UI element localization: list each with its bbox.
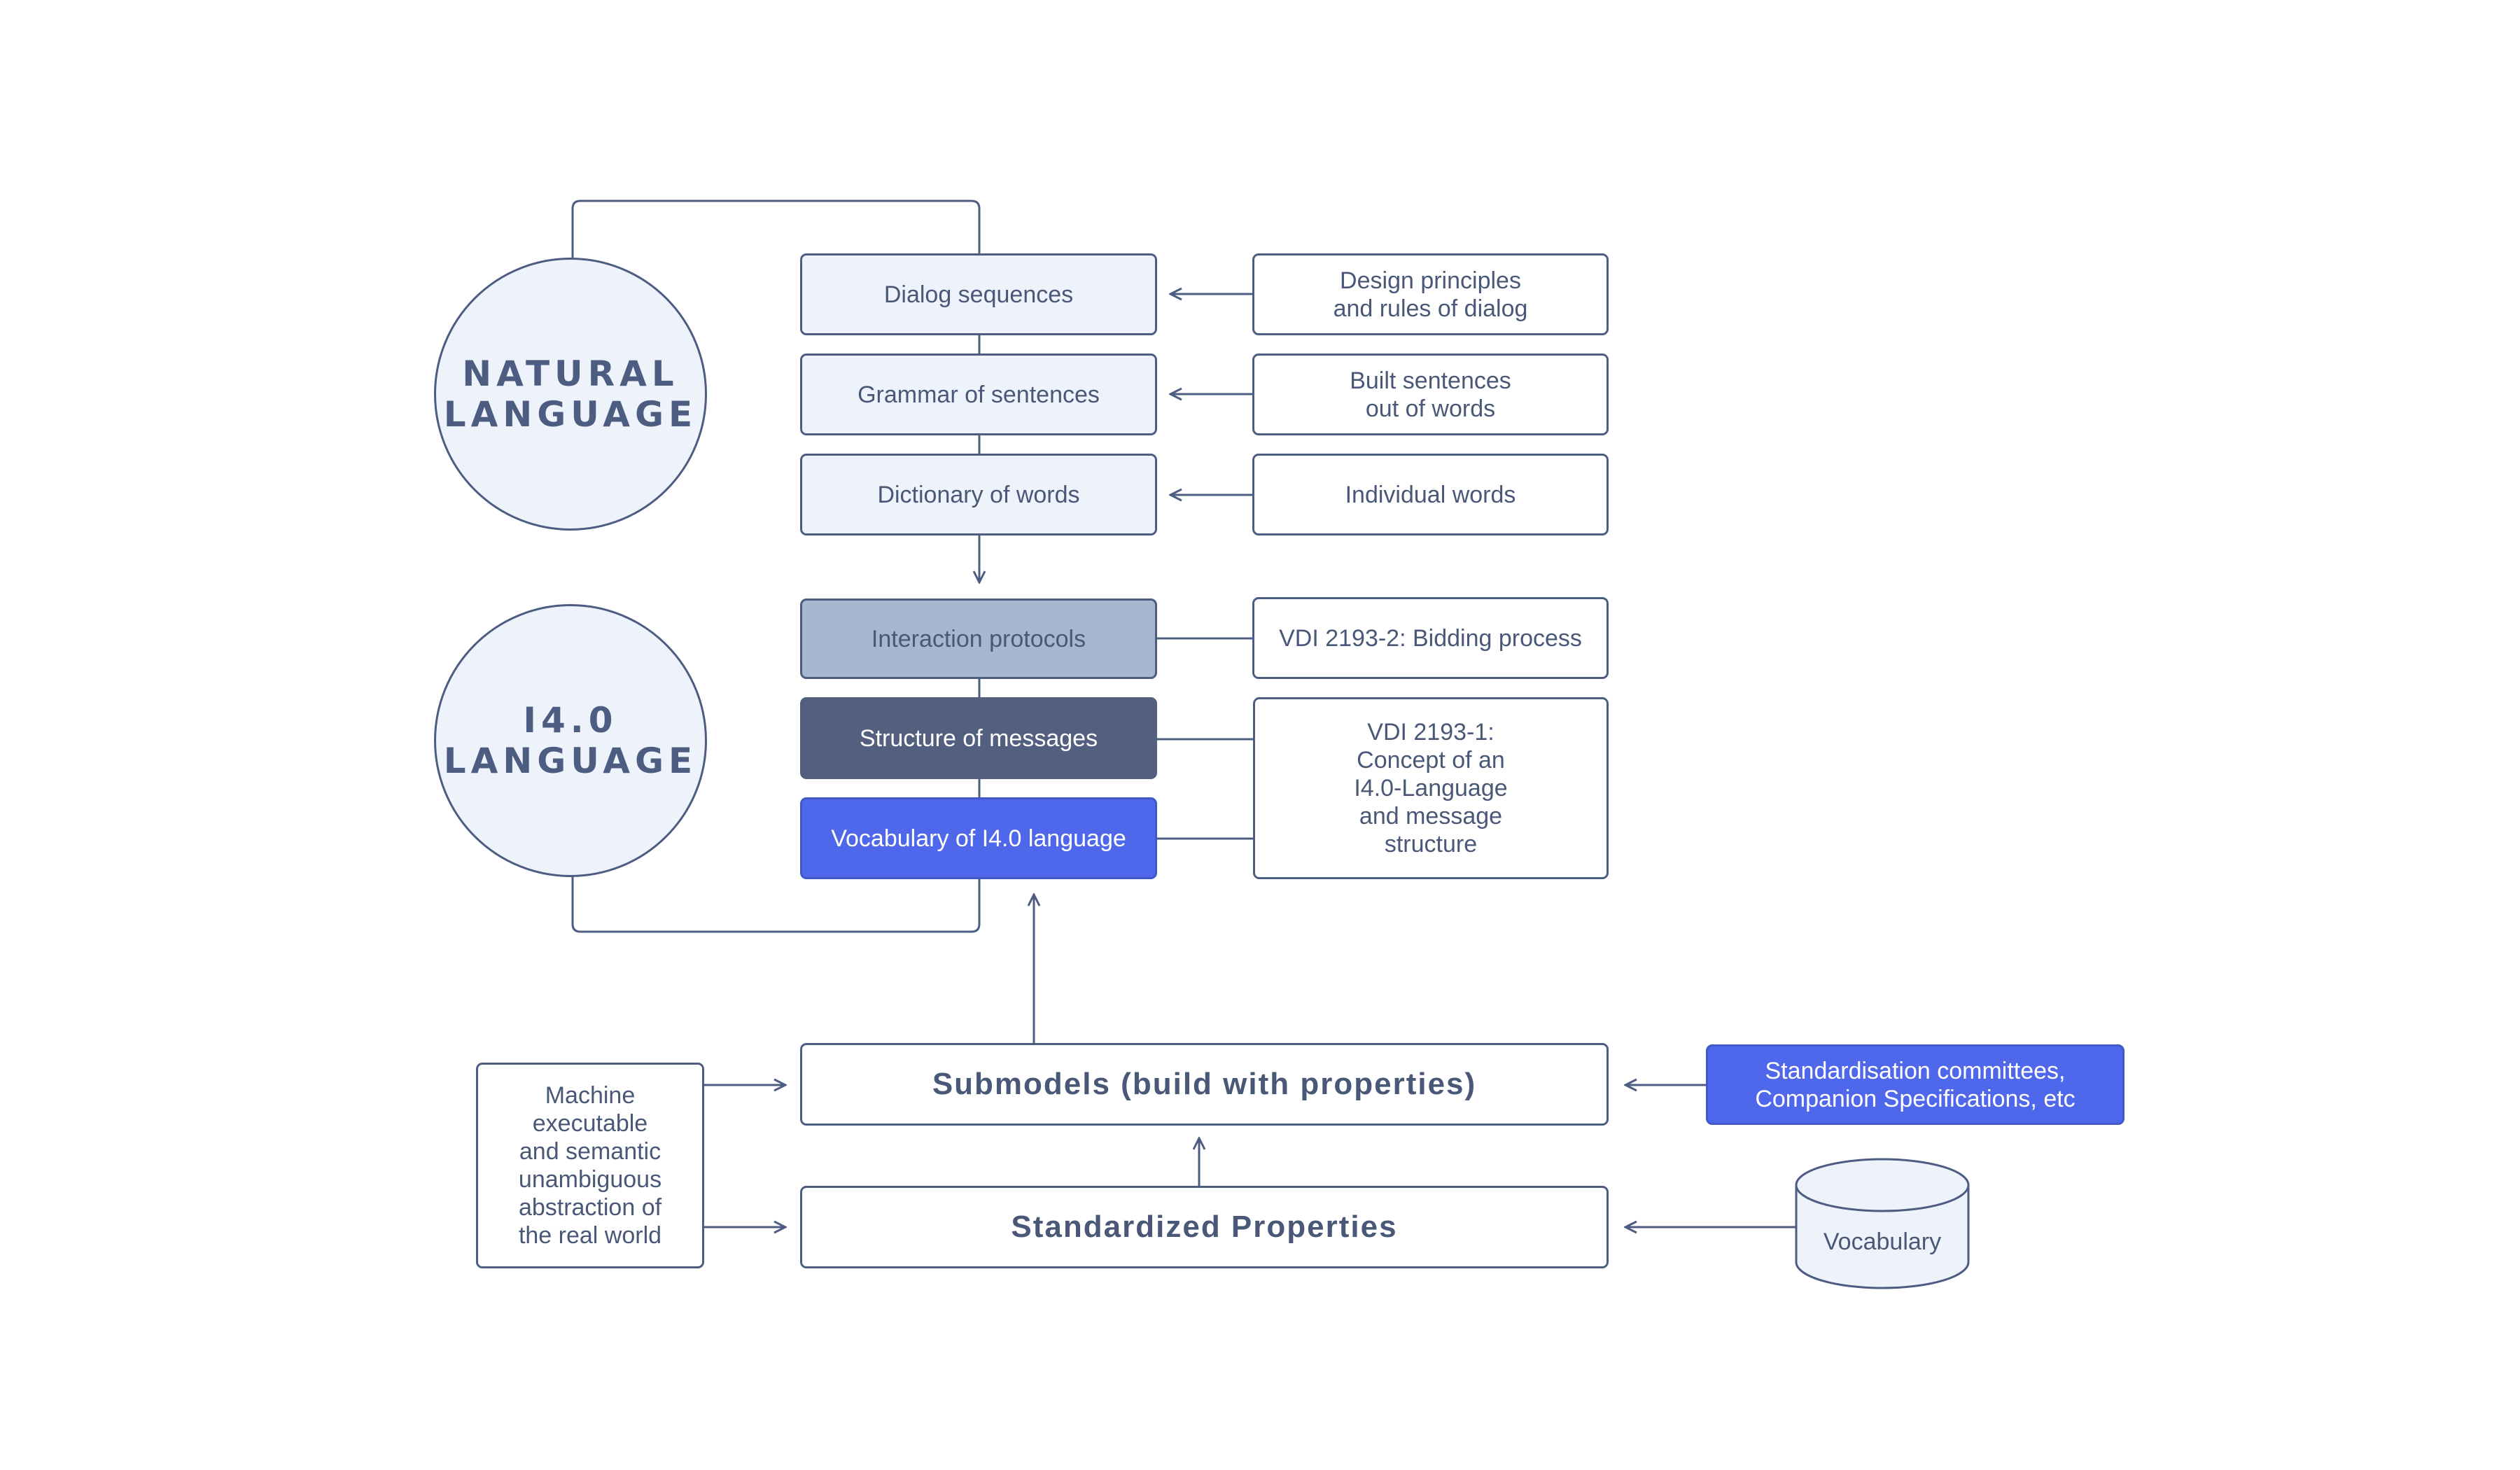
submodels-box: Submodels (build with properties)	[800, 1043, 1609, 1126]
natural-language-bracket	[571, 200, 981, 258]
design-principles-box: Design principles and rules of dialog	[1252, 253, 1609, 335]
natural-language-circle: NATURAL LANGUAGE	[434, 258, 707, 531]
structure-of-messages-box: Structure of messages	[800, 697, 1157, 779]
abstraction-box: Machine executable and semantic unambigu…	[476, 1063, 704, 1268]
built-sentences-box: Built sentences out of words	[1252, 354, 1609, 435]
vocabulary-label: Vocabulary	[1823, 1228, 1942, 1255]
i40-language-circle: I4.0 LANGUAGE	[434, 604, 707, 877]
interaction-protocols-box: Interaction protocols	[800, 598, 1157, 679]
vocabulary-database-icon	[1795, 1158, 1970, 1289]
vdi-2193-2-box: VDI 2193-2: Bidding process	[1252, 597, 1609, 679]
dialog-sequences-box: Dialog sequences	[800, 253, 1157, 335]
i40-language-bracket	[571, 875, 981, 933]
individual-words-box: Individual words	[1252, 454, 1609, 536]
standardisation-committees-box: Standardisation committees, Companion Sp…	[1706, 1044, 2124, 1125]
vocabulary-of-i40-language-box: Vocabulary of I4.0 language	[800, 797, 1157, 879]
dictionary-of-words-box: Dictionary of words	[800, 454, 1157, 536]
vdi-2193-1-box: VDI 2193-1: Concept of an I4.0-Language …	[1253, 697, 1609, 879]
standardized-properties-box: Standardized Properties	[800, 1186, 1609, 1268]
grammar-of-sentences-box: Grammar of sentences	[800, 354, 1157, 435]
